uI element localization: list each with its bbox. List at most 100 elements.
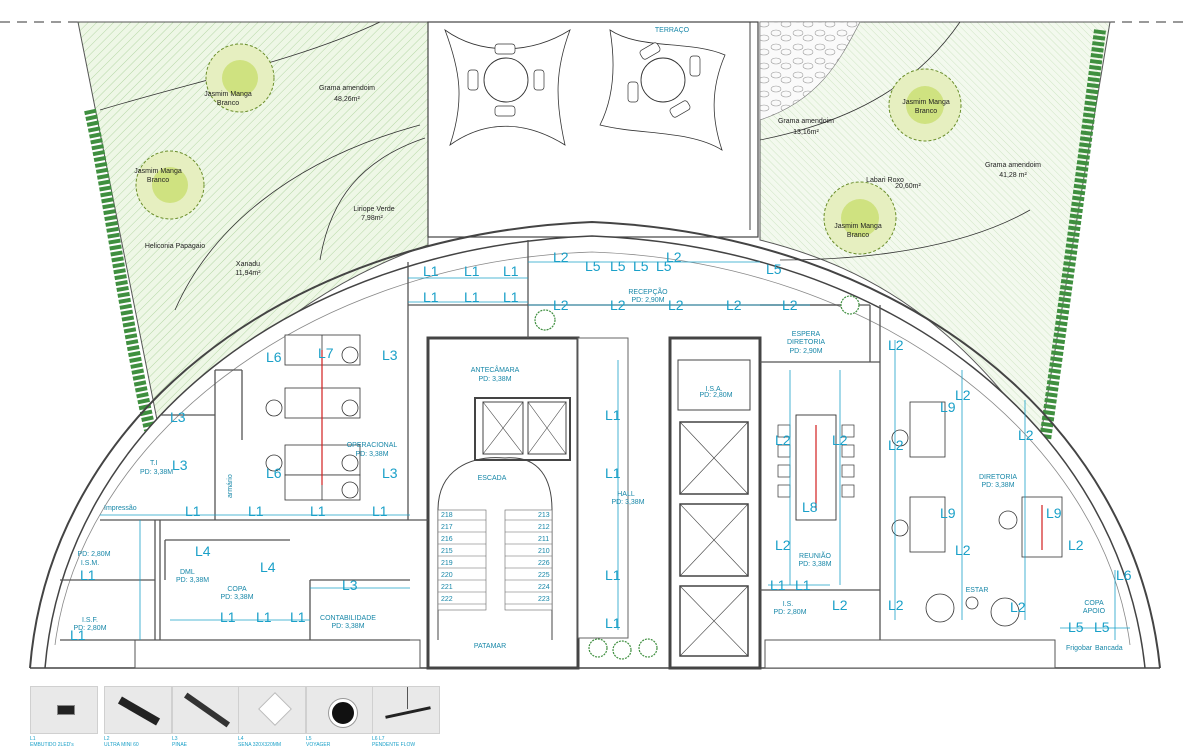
tag-l2-d: L2 [610,297,626,313]
label-xanadu-area: 11,94m² [235,270,261,277]
label-liriope-area: 7,98m² [361,215,383,222]
tag-l5-b: L5 [610,258,626,274]
label-copa-pd: PD: 3,38M [220,594,253,601]
label-isa: I.S.A. [705,386,722,393]
label-terraco: TERRAÇO [655,27,690,34]
legend-image-l2 [104,686,172,734]
label-antecamara-pd: PD: 3,38M [478,376,511,383]
label-jasmim-1b: Branco [217,100,239,107]
label-espera: ESPERA [792,331,821,338]
label-impressao: Impressão [104,505,137,512]
tree-jasmim-3 [888,68,962,142]
facade-strip-left [134,639,421,669]
label-copa-apoio-2: APOIO [1083,608,1106,615]
label-espera-2: DIRETORIA [787,339,825,346]
label-recepcao: RECEPÇÃO [628,287,668,296]
tag-l9-b: L9 [940,505,956,521]
label-patamar: PATAMAR [474,643,506,650]
tag-l4-b: L4 [260,559,276,575]
tag-l2-o: L2 [955,387,971,403]
meeting-chairs [777,424,855,498]
label-labari: Labari Roxo [866,177,904,184]
isa-room [677,359,751,411]
tag-l1-h: L1 [248,503,264,519]
label-contabilidade: CONTABILIDADE [320,615,376,622]
label-liriope: Liriope Verde [353,206,394,213]
label-diretoria: DIRETORIA [979,474,1017,481]
stair-num-r1: 212 [538,524,550,531]
label-jasmim-2b: Branco [147,177,169,184]
stair-num-l5: 220 [441,572,453,579]
label-bancada: Bancada [1095,645,1123,652]
tag-l2-g: L2 [782,297,798,313]
plant-hall [588,638,658,660]
facade-strip-right [764,639,1056,669]
label-diretoria-pd: PD: 3,38M [981,482,1014,489]
tag-l1-l: L1 [256,609,272,625]
lighting-legend: L1 EMBUTIDO 2LED's L2 ULTRA MINI 60 L3 P… [0,680,1185,754]
tag-l3-d: L3 [382,347,398,363]
stair-num-r4: 226 [538,560,550,567]
legend-item-l6-l7: L6 L7 PENDENTE FLOW [372,686,440,748]
label-hall: HALL [617,491,635,498]
label-jasmim-4a: Jasmim Manga [834,223,882,230]
terrace-area [427,21,759,238]
garden-left-curve-3 [319,137,426,261]
label-antecamara: ANTECÂMARA [471,365,520,374]
label-reuniao-pd: PD: 3,38M [798,561,831,568]
tag-l2-i: L2 [832,432,848,448]
tag-l1-a: L1 [423,263,439,279]
tag-l2-h: L2 [775,432,791,448]
legend-code-l5: L5 [306,736,312,742]
tag-l2-r: L2 [1068,537,1084,553]
legend-name-l3: PINAE [172,742,188,748]
stair-num-l3: 215 [441,548,453,555]
stair-num-l1: 217 [441,524,453,531]
tag-l5-e: L5 [766,261,782,277]
shaft-1 [482,401,524,455]
legend-code-l3: L3 [172,736,178,742]
stair-num-r5: 225 [538,572,550,579]
stair-num-r3: 210 [538,548,550,555]
label-frigobar: Frigobar [1066,645,1093,652]
tag-l5-a: L5 [585,258,601,274]
tag-l1-n: L1 [80,567,96,583]
legend-code-l6-l7: L6 L7 [372,736,385,742]
stair-num-l7: 222 [441,596,453,603]
label-xanadu: Xanadu [236,261,260,268]
label-operacional-pd: PD: 3,38M [355,451,388,458]
floor-plan: Jasmim Manga Branco Grama amendoim 48,26… [0,21,1185,670]
tag-l3-a: L3 [170,409,186,425]
legend-name-l5: VOYAGER [306,742,331,748]
label-ism-pd: PD: 2,80M [77,551,110,558]
label-recepcao-pd: PD: 2,90M [631,297,664,304]
terrace-table-1 [444,28,571,147]
stair-num-l2: 216 [441,536,453,543]
tag-l5-g: L5 [1094,619,1110,635]
tag-l1-j: L1 [372,503,388,519]
tag-l5-f: L5 [1068,619,1084,635]
label-hall-pd: PD: 3,38M [611,499,644,506]
label-grama-1-area: 48,26m² [334,96,360,103]
tag-l8: L8 [802,499,818,515]
tag-l1-b: L1 [464,263,480,279]
tag-l2-k: L2 [832,597,848,613]
plant-espera [840,295,860,315]
label-armario: armário [227,474,234,498]
tag-l7: L7 [318,345,334,361]
label-grama-2-area: 13,16m² [793,129,819,136]
label-is-pd: PD: 2,80M [773,609,806,616]
legend-code-l1: L1 [30,736,36,742]
legend-image-l3 [172,686,240,734]
legend-image-l5 [306,686,374,734]
tag-l3-c: L3 [342,577,358,593]
tag-l1-f: L1 [503,289,519,305]
legend-item-l3: L3 PINAE [172,686,240,748]
label-jasmim-4b: Branco [847,232,869,239]
tag-l9-c: L9 [1046,505,1062,521]
stair-num-l4: 219 [441,560,453,567]
garden-right-curve-2 [779,209,1031,261]
tree-jasmim-2 [135,150,205,220]
hall-shaft [577,337,629,639]
tag-l2-q: L2 [1018,427,1034,443]
